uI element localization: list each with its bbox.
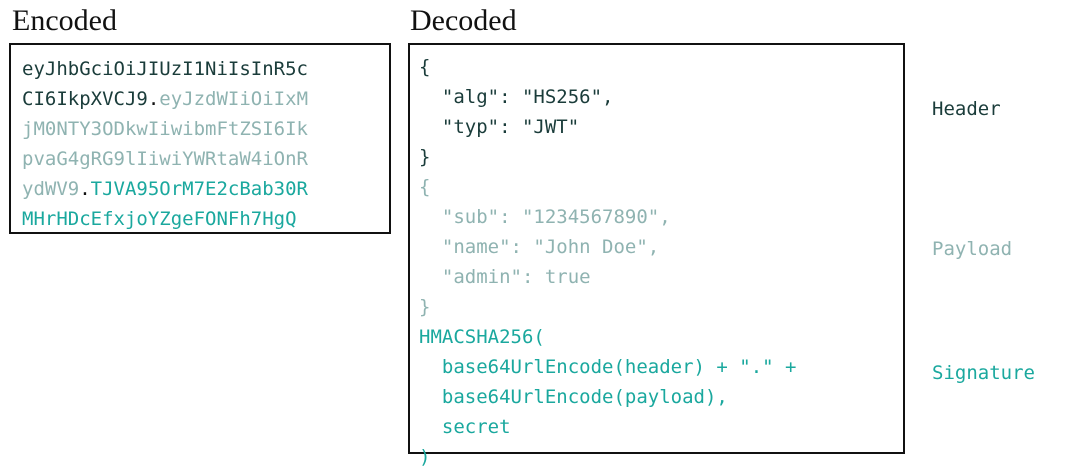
decoded-payload-line: "admin": true [419, 266, 591, 288]
decoded-signature-line: base64UrlEncode(header) + "." + [419, 356, 797, 378]
encoded-line: pvaG4gRG9lIiwiYWRtaW4iOnR [22, 144, 389, 174]
payload-label: Payload [932, 238, 1013, 260]
decoded-payload-line: "name": "John Doe", [419, 236, 660, 258]
decoded-signature-line: HMACSHA256( [419, 326, 545, 348]
encoded-line: CI6IkpXVCJ9.eyJzdWIiOiIxM [22, 84, 389, 114]
decoded-heading: Decoded [410, 4, 517, 37]
encoded-header-segment: CI6IkpXVCJ9 [22, 88, 148, 110]
decoded-signature-line: secret [419, 416, 511, 438]
decoded-payload-line: "sub": "1234567890", [419, 206, 671, 228]
decoded-header-line: } [419, 146, 431, 168]
decoded-payload-line: } [419, 296, 431, 318]
decoded-signature-line: base64UrlEncode(payload), [419, 386, 728, 408]
encoded-payload-segment: jM0NTY3ODkwIiwibmFtZSI6Ik [22, 118, 308, 140]
encoded-payload-segment: ydWV9 [22, 178, 80, 200]
encoded-line: MHrHDcEfxjoYZgeFONFh7HgQ [22, 204, 389, 234]
encoded-dot-segment: . [79, 178, 91, 200]
decoded-payload-line: { [419, 176, 431, 198]
encoded-payload-segment: pvaG4gRG9lIiwiYWRtaW4iOnR [22, 148, 308, 170]
encoded-line: eyJhbGciOiJIUzI1NiIsInR5c [22, 54, 389, 84]
encoded-dot-segment: . [147, 88, 160, 110]
decoded-header-line: "alg": "HS256", [419, 86, 614, 108]
decoded-signature-line: ) [419, 446, 431, 468]
encoded-line: ydWV9.TJVA95OrM7E2cBab30R [22, 174, 389, 204]
encoded-payload-segment: eyJzdWIiOiIxM [159, 88, 309, 110]
encoded-line: jM0NTY3ODkwIiwibmFtZSI6Ik [22, 114, 389, 144]
header-label: Header [932, 98, 1001, 120]
encoded-signature-segment: MHrHDcEfxjoYZgeFONFh7HgQ [22, 208, 297, 230]
encoded-header-segment: eyJhbGciOiJIUzI1NiIsInR5c [22, 58, 308, 80]
encoded-signature-segment: TJVA95OrM7E2cBab30R [90, 178, 308, 200]
decoded-token-box: { "alg": "HS256", "typ": "JWT"} { "sub": … [408, 43, 905, 468]
signature-label: Signature [932, 362, 1035, 384]
decoded-header-line: { [419, 56, 431, 78]
encoded-heading: Encoded [12, 4, 117, 37]
decoded-header-line: "typ": "JWT" [419, 116, 580, 138]
